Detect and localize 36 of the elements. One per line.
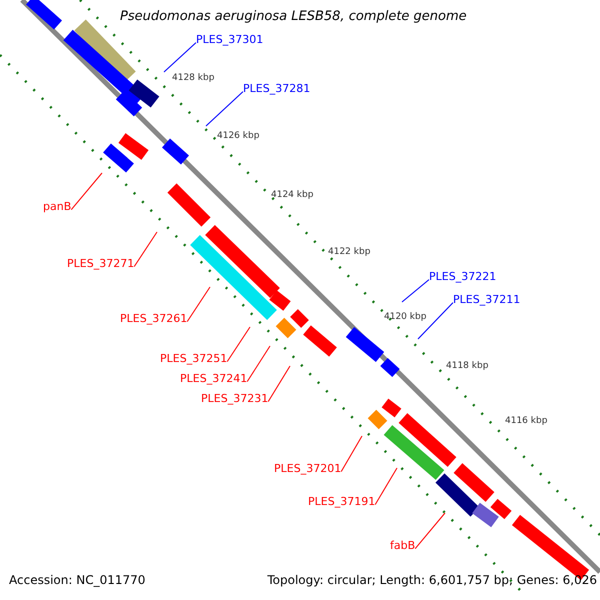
gene-label: PLES_37301 bbox=[196, 34, 264, 47]
tick-label: 4116 kbp bbox=[505, 416, 548, 426]
tick-label: 4122 kbp bbox=[328, 247, 370, 258]
leader-line bbox=[70, 172, 102, 210]
footer-text: Accession: NC_011770 bbox=[9, 574, 146, 588]
leader-line bbox=[206, 91, 244, 126]
leader-line bbox=[402, 279, 430, 302]
tick-label: 4126 kbp bbox=[217, 131, 260, 142]
gene-label: PLES_37251 bbox=[160, 353, 228, 366]
leader-line bbox=[186, 286, 210, 322]
gene-label: PLES_37191 bbox=[308, 496, 376, 509]
tick-label: 4124 kbp bbox=[271, 190, 314, 200]
gene-label: PLES_37271 bbox=[67, 258, 134, 271]
leader-line bbox=[418, 302, 454, 340]
gene-label: PLES_37241 bbox=[180, 373, 248, 386]
title: Pseudomonas aeruginosa LESB58, complete genome bbox=[120, 10, 467, 25]
gene-label: PLES_37211 bbox=[453, 294, 520, 307]
leader-line bbox=[134, 232, 158, 268]
tick-label: 4128 kbp bbox=[172, 73, 214, 84]
gene-label: PLES_37261 bbox=[120, 313, 188, 326]
leader-line bbox=[246, 346, 270, 382]
tick-label: 4118 kbp bbox=[446, 361, 488, 372]
tick-label: 4120 kbp bbox=[384, 312, 426, 322]
leader-line bbox=[164, 42, 196, 72]
leader-line bbox=[374, 468, 398, 506]
gene-label: PLES_37281 bbox=[243, 83, 310, 96]
footer-text: Topology: circular; Length: 6,601,757 bp; Genes: 6,026 bbox=[267, 574, 597, 588]
gene-label: PLES_37201 bbox=[274, 463, 342, 476]
gene-label: panB bbox=[43, 201, 72, 214]
gene-label: PLES_37231 bbox=[201, 393, 268, 406]
leader-line bbox=[340, 436, 362, 472]
gene-label: fabB bbox=[390, 540, 416, 553]
leader-line bbox=[268, 366, 290, 402]
leader-line bbox=[414, 512, 446, 550]
gene-label: PLES_37221 bbox=[429, 271, 496, 284]
leader-line bbox=[226, 326, 250, 362]
